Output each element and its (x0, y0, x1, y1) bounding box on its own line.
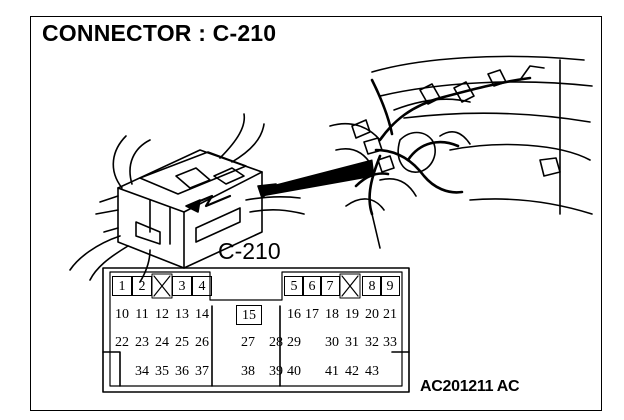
pin-37: 37 (195, 364, 209, 379)
pin-41: 41 (325, 364, 339, 379)
pin-43: 43 (365, 364, 379, 379)
pin-42: 42 (345, 364, 359, 379)
pin-38: 38 (241, 364, 255, 379)
pin-11: 11 (135, 307, 149, 322)
pin-36: 36 (175, 364, 189, 379)
pin-8: 8 (362, 276, 382, 296)
connector-body-drawing (95, 149, 263, 269)
pin-5: 5 (284, 276, 304, 296)
connector-wires-drawing (69, 113, 305, 283)
pin-34: 34 (135, 364, 149, 379)
figure-code: AC201211 AC (420, 378, 520, 395)
pin-29: 29 (287, 335, 301, 350)
pin-32: 32 (365, 335, 379, 350)
pin-30: 30 (325, 335, 339, 350)
pin-39: 39 (269, 364, 283, 379)
pin-31: 31 (345, 335, 359, 350)
pin-21: 21 (383, 307, 397, 322)
pin-6: 6 (302, 276, 322, 296)
wiring-harness-drawing (334, 76, 532, 216)
pin-14: 14 (195, 307, 209, 322)
pin-3: 3 (172, 276, 192, 296)
pin-35: 35 (155, 364, 169, 379)
pin-9: 9 (380, 276, 400, 296)
pin-20: 20 (365, 307, 379, 322)
connector-face-outline (102, 267, 410, 393)
pin-40: 40 (287, 364, 301, 379)
pin-25: 25 (175, 335, 189, 350)
page-title: CONNECTOR : C-210 (42, 20, 277, 46)
pin-7: 7 (320, 276, 340, 296)
pin-15: 15 (236, 305, 262, 325)
pin-28: 28 (269, 335, 283, 350)
pin-12: 12 (155, 307, 169, 322)
pin-33: 33 (383, 335, 397, 350)
pin-22: 22 (115, 335, 129, 350)
pin-23: 23 (135, 335, 149, 350)
pin-19: 19 (345, 307, 359, 322)
pin-1: 1 (112, 276, 132, 296)
pin-16: 16 (287, 307, 301, 322)
pin-24: 24 (155, 335, 169, 350)
pin-2: 2 (132, 276, 152, 296)
pin-26: 26 (195, 335, 209, 350)
pin-13: 13 (175, 307, 189, 322)
connector-label: C-210 (218, 238, 281, 264)
pin-4: 4 (192, 276, 212, 296)
pin-18: 18 (325, 307, 339, 322)
pin-10: 10 (115, 307, 129, 322)
pin-27: 27 (241, 335, 255, 350)
pin-17: 17 (305, 307, 319, 322)
